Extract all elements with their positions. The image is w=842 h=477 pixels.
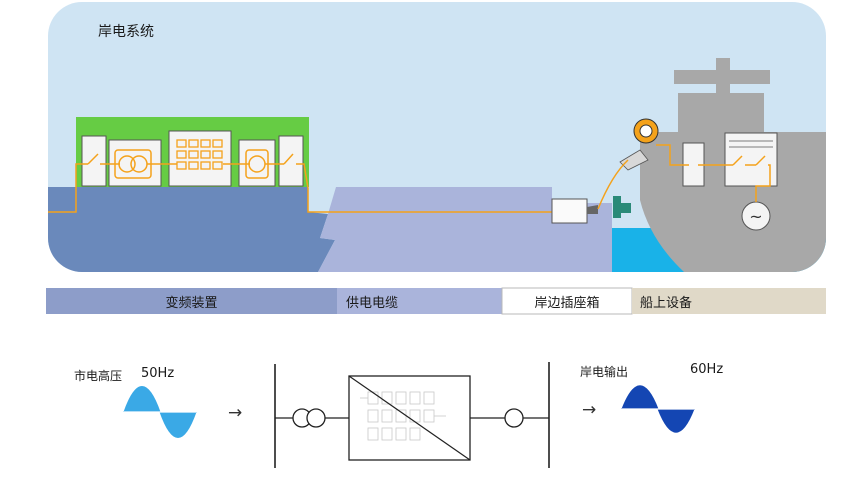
ship-cabin: [678, 93, 764, 133]
legend-text-ship: 船上设备: [640, 295, 693, 311]
dock-platform: [318, 187, 612, 272]
legend-segment-cable: [337, 288, 502, 314]
bollard-cap: [621, 203, 631, 213]
legend-text-socket: 岸边插座箱: [534, 295, 600, 311]
output-sine-wave: [621, 385, 695, 433]
legend-label-converter: 变频装置: [46, 288, 337, 314]
socket-plug: [587, 205, 598, 214]
transformer-cabinet-right: [238, 139, 276, 187]
converter-diagonal: [348, 375, 471, 461]
inverter-grid: [176, 139, 223, 170]
legend-segment-converter: [46, 288, 337, 314]
generator-symbol: ~: [749, 207, 762, 226]
output-arrow: →: [582, 400, 597, 420]
input-sine-wave: [123, 386, 197, 438]
cable-reel-arm: [619, 149, 649, 171]
legend-bar: [46, 287, 826, 315]
legend-label-socket: 岸边插座箱: [502, 288, 632, 314]
input-arrow: →: [228, 403, 243, 423]
output-frequency-label: 60Hz: [690, 362, 724, 377]
ship-main-switchboard: [724, 132, 778, 187]
legend-label-cable: 供电电缆: [346, 288, 496, 314]
legend-label-ship: 船上设备: [640, 288, 820, 314]
input-frequency-label: 50Hz: [141, 366, 175, 381]
cable-reel-hub: [639, 124, 653, 138]
ship-mast-arm: [674, 70, 770, 84]
frequency-conversion-diagram: [123, 362, 695, 468]
ship-switchboard-slots: [729, 140, 773, 148]
legend-text-cable: 供电电缆: [346, 295, 399, 311]
switch-cabinet-right: [278, 135, 304, 187]
legend-segment-socket: [501, 287, 633, 315]
system-title: 岸电系统: [98, 24, 154, 40]
shore-socket-box: [551, 198, 588, 224]
legend-text-converter: 变频装置: [165, 295, 218, 311]
bollard: [613, 196, 621, 218]
input-source-label: 市电高压: [74, 369, 123, 383]
switch-cabinet-left: [81, 135, 107, 187]
ship-circuit: [597, 144, 771, 210]
top-panel: ~: [48, 2, 826, 272]
converter-circuit: [48, 149, 552, 213]
legend-segment-ship: [632, 288, 826, 314]
input-transformer-coil-2: [306, 408, 326, 428]
output-transformer-coil: [504, 408, 524, 428]
output-source-label: 岸电输出: [580, 365, 629, 379]
land-ground: [48, 187, 335, 272]
